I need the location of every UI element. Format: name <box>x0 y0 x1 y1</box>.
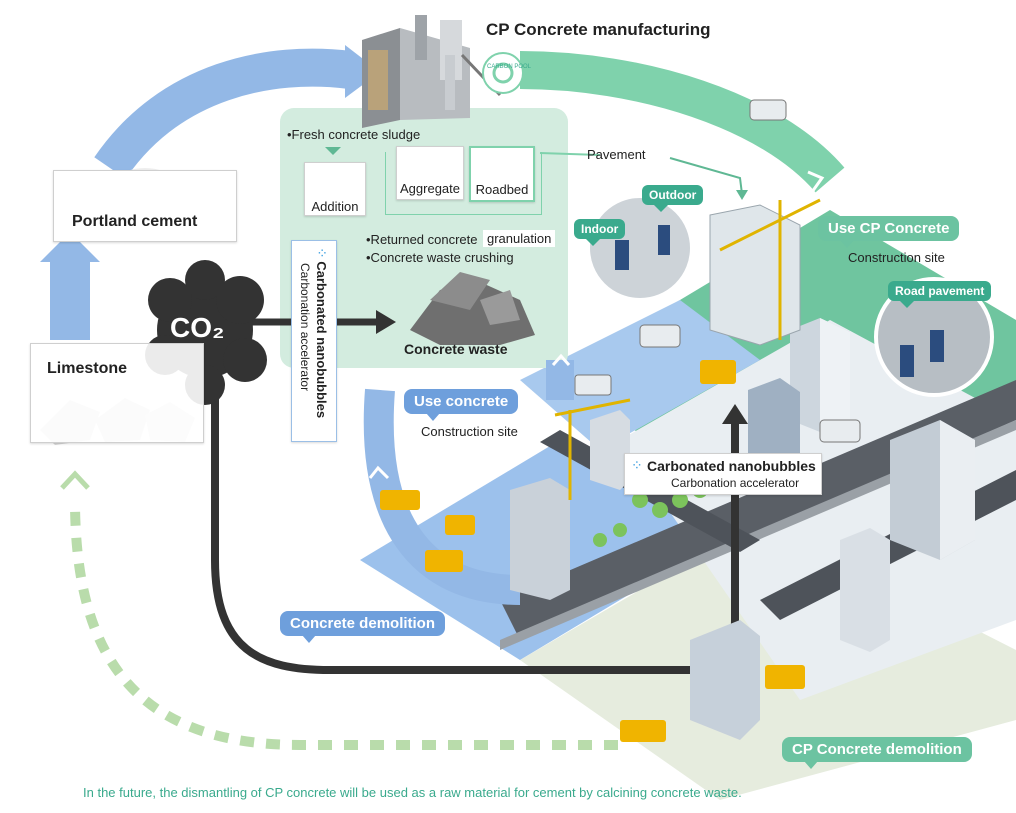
indoor-outdoor-inset <box>586 194 694 302</box>
bubbles-icon-2: ⁘ <box>631 457 643 473</box>
diagram-title: CP Concrete manufacturing <box>486 20 711 39</box>
indoor-tag: Indoor <box>574 219 626 246</box>
nanobubbles-title: Carbonated nanobubbles <box>314 261 329 419</box>
nanobubbles-subtitle: Carbonation accelerator <box>298 263 312 392</box>
blue-arc-arrow <box>94 48 353 180</box>
roadbed-box: Roadbed <box>469 146 535 202</box>
nanobubbles-box-2: ⁘ Carbonated nanobubbles Carbonation acc… <box>624 453 822 495</box>
co2-cloud <box>145 260 267 405</box>
pavement-label: Pavement <box>587 147 646 162</box>
concrete-demolition-tag: Concrete demolition <box>280 611 446 643</box>
cp-concrete-demolition-tag: CP Concrete demolition <box>782 737 972 769</box>
addition-box: Addition <box>304 162 366 216</box>
co2-loop-arrowhead <box>722 404 748 424</box>
use-cp-site-label: Construction site <box>848 250 945 265</box>
pavement-arrow <box>539 152 601 156</box>
concrete-waste-pile <box>410 272 535 345</box>
road-pavement-tag: Road pavement <box>888 281 992 308</box>
dashed-chevron <box>60 470 90 490</box>
granulation-label: granulation <box>483 230 556 247</box>
roadbed-label: Roadbed <box>475 182 529 197</box>
blue-return-arrow <box>363 388 521 605</box>
use-cp-concrete-tag: Use CP Concrete <box>818 216 960 248</box>
concrete-waste-label: Concrete waste <box>404 341 508 357</box>
portland-cement-box: Portland cement <box>53 170 237 242</box>
green-cycle-arrow <box>519 51 845 193</box>
nanobubbles-subtitle-2: Carbonation accelerator <box>671 476 800 490</box>
factory-illustration <box>362 15 502 128</box>
footer-note: In the future, the dismantling of CP con… <box>83 785 742 800</box>
carbon-pool-badge <box>482 52 524 94</box>
blue-up-arrowhead <box>40 232 100 262</box>
bubbles-icon: ⁘ <box>314 247 330 258</box>
aggregate-label: Aggregate <box>400 181 460 196</box>
outdoor-tag: Outdoor <box>642 185 704 212</box>
fresh-sludge-label: •Fresh concrete sludge <box>287 127 421 142</box>
aggregate-box: Aggregate <box>396 146 464 200</box>
carbon-pool-badge-text: CARBON POOL <box>487 64 532 70</box>
aggregate-bracket <box>385 152 542 215</box>
nanobubbles-title-2: Carbonated nanobubbles <box>647 458 816 474</box>
addition-label: Addition <box>311 199 359 214</box>
limestone-label: Limestone <box>47 360 128 377</box>
returned-concrete-label: •Returned concrete <box>366 232 478 247</box>
nanobubbles-vertical-box: ⁘ Carbonated nanobubbles Carbonation acc… <box>291 240 337 442</box>
future-dashed-path <box>70 499 618 750</box>
vehicles <box>380 99 861 742</box>
waste-crushing-label: •Concrete waste crushing <box>366 250 514 265</box>
city-buildings <box>510 198 975 740</box>
co2-label: CO₂ <box>170 312 225 343</box>
portland-cement-label: Portland cement <box>72 213 198 230</box>
use-concrete-site-label: Construction site <box>421 424 518 439</box>
use-concrete-tag: Use concrete <box>404 389 519 421</box>
sludge-chevron <box>325 147 341 155</box>
limestone-box: Limestone <box>30 343 204 443</box>
